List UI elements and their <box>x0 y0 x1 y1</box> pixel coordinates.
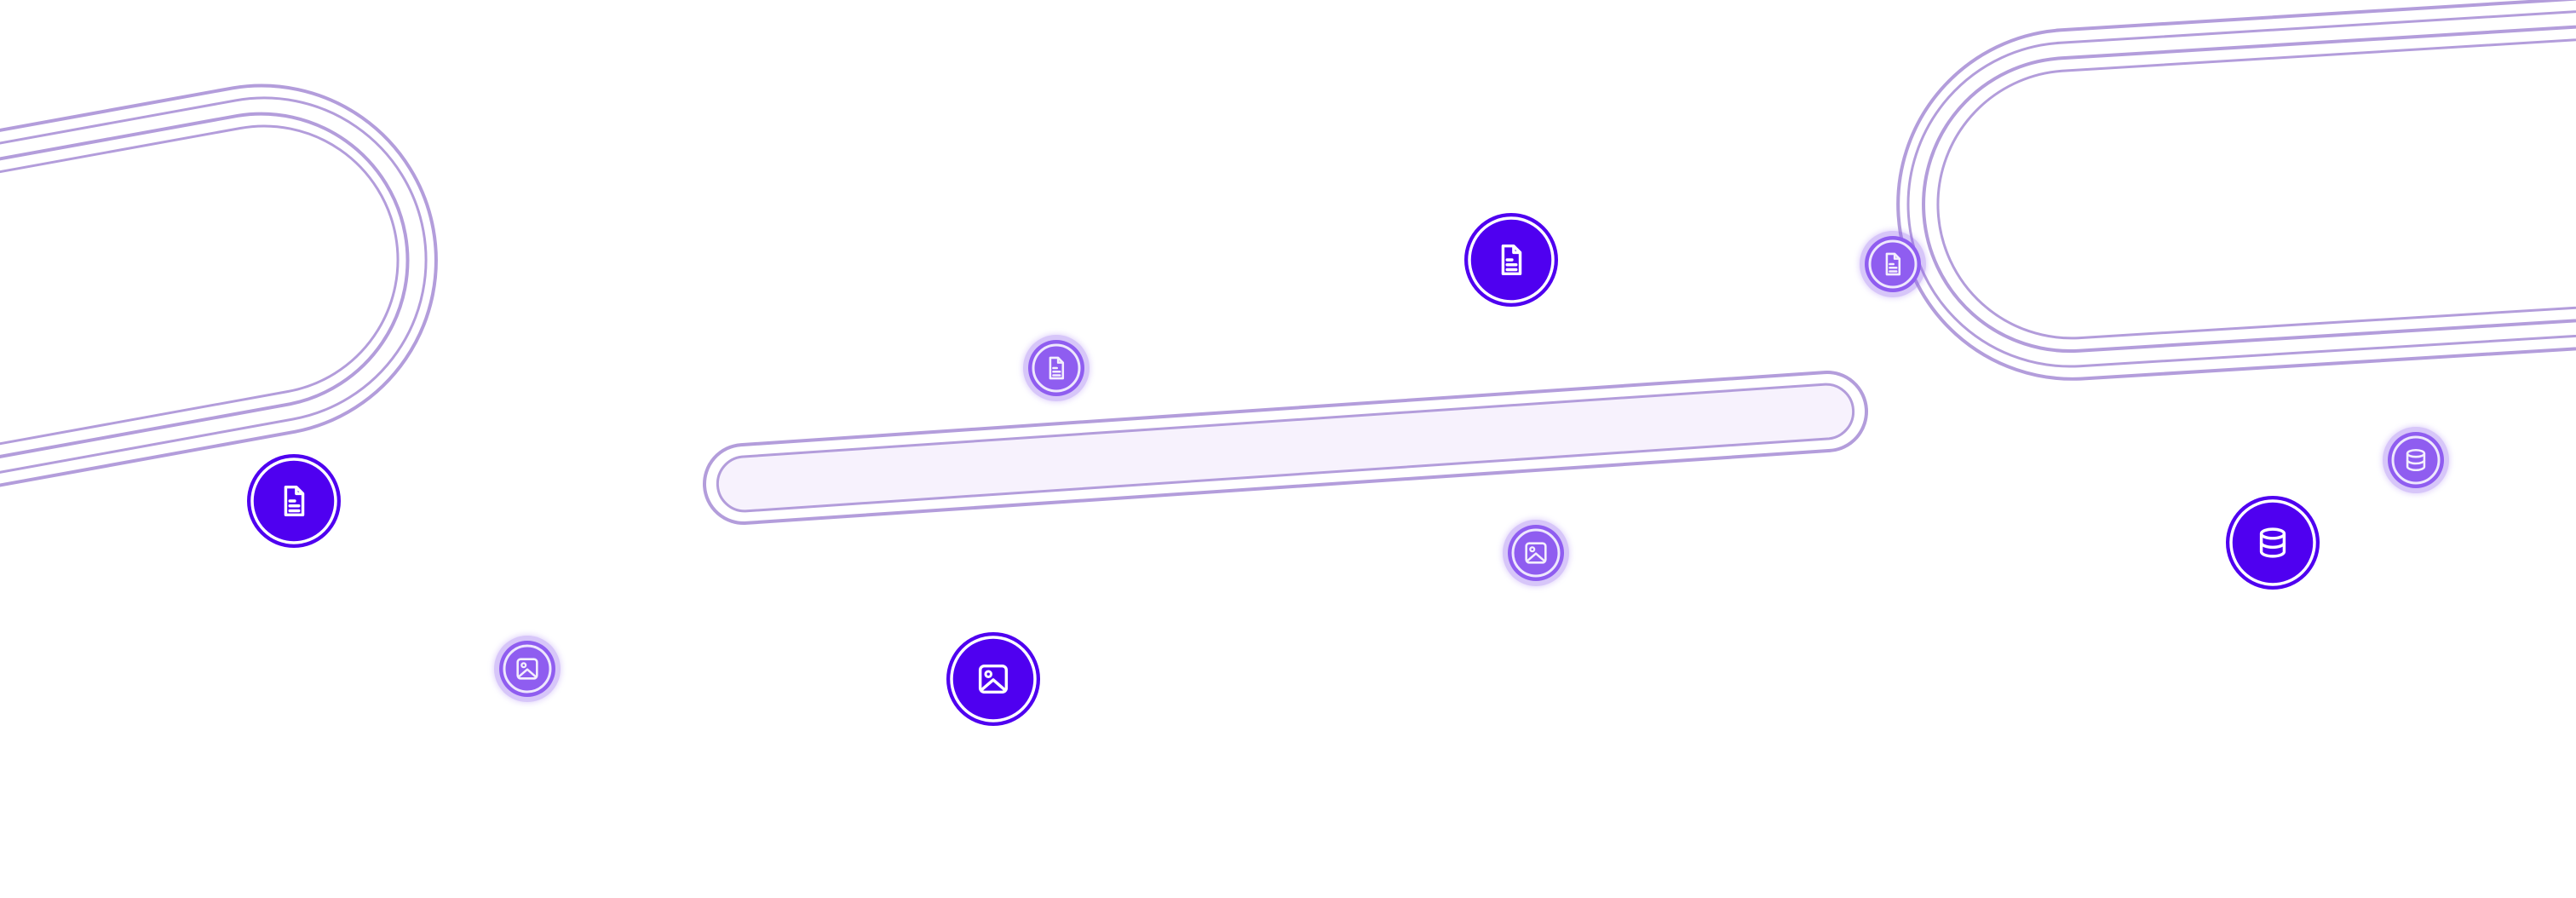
node-ring <box>950 636 1037 722</box>
left-link-outer-ring-inner <box>0 96 428 474</box>
icon-nodes <box>247 213 2449 726</box>
left-link-outer-ring <box>0 83 438 487</box>
left-chain-link <box>0 83 438 487</box>
right-link-inner-ring <box>1921 25 2576 354</box>
document-node-top <box>1464 213 1558 307</box>
node-ring <box>250 458 337 544</box>
left-link-inner-ring <box>0 112 410 458</box>
right-chain-link <box>1896 0 2576 381</box>
node-ring <box>1868 239 1918 289</box>
node-ring <box>2229 499 2316 586</box>
image-node-center <box>946 632 1040 726</box>
right-link-inner-ring-inner <box>1936 38 2576 340</box>
document-node-right-faded <box>1860 231 1926 297</box>
chain-links <box>0 0 2576 525</box>
node-ring <box>1468 216 1555 303</box>
image-node-center-faded <box>1503 520 1569 586</box>
document-node-left <box>247 454 341 548</box>
image-node-left-faded <box>494 636 561 702</box>
node-disc <box>2226 496 2320 590</box>
right-link-outer-ring-inner <box>1906 10 2576 368</box>
node-ring <box>2391 435 2441 485</box>
node-ring <box>1511 528 1561 578</box>
node-ring <box>503 644 552 694</box>
database-node-right <box>2226 496 2320 590</box>
node-ring <box>1032 343 1081 393</box>
connector-bar-inner <box>716 383 1855 513</box>
left-link-inner-ring-inner <box>0 124 400 446</box>
node-disc <box>2388 432 2444 488</box>
connector-bar <box>703 371 1868 525</box>
document-node-center-faded <box>1023 335 1090 401</box>
right-link-outer-ring <box>1896 0 2576 381</box>
database-node-right-faded <box>2383 427 2449 493</box>
